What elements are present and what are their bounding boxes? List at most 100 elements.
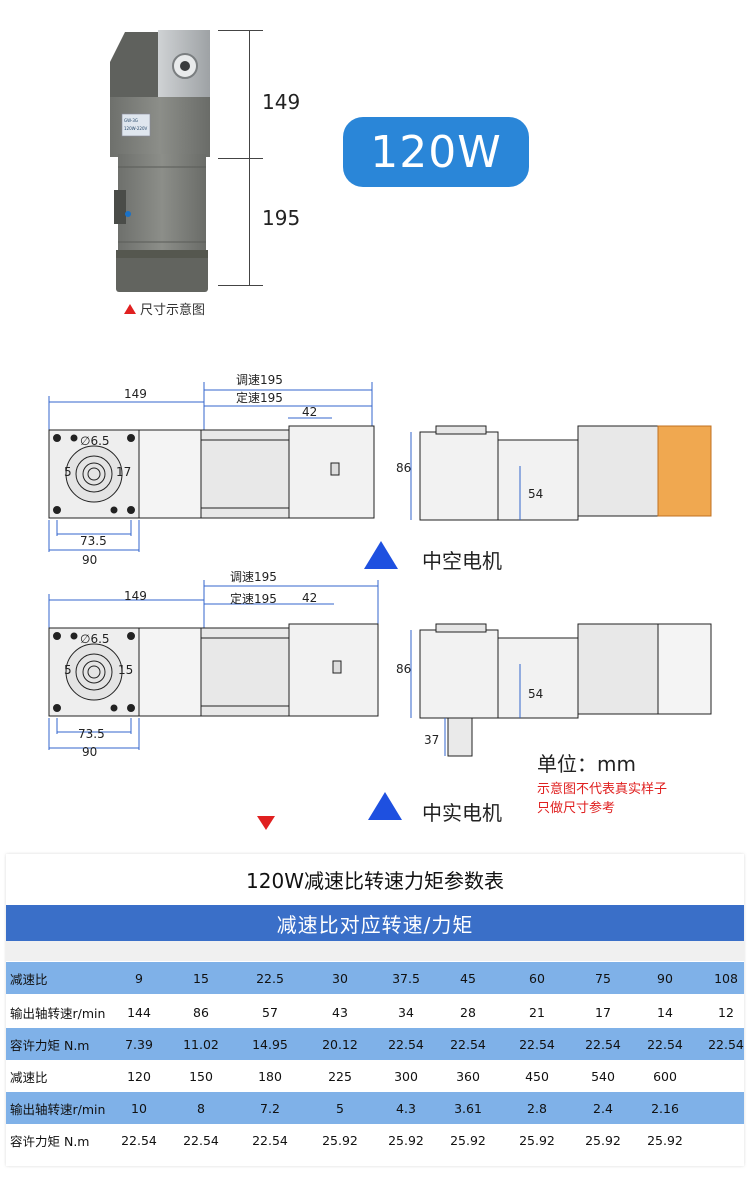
blue-triangle-icon [364, 541, 398, 569]
table-cell: 540 [591, 1068, 615, 1084]
table-cell: 37.5 [392, 970, 420, 986]
table-cell: 25.92 [450, 1132, 486, 1148]
table-cell: 21 [529, 1004, 545, 1020]
row-label: 输出轴转速r/min [10, 1005, 106, 1021]
table-title: 120W减速比转速力矩参数表 [246, 868, 504, 893]
power-badge: 120W [343, 117, 529, 187]
row-label: 容许力矩 N.m [10, 1037, 90, 1053]
hollow-dim-73-5: 73.5 [80, 534, 107, 548]
table-cell: 22.5 [256, 970, 284, 986]
table-cell: 60 [529, 970, 545, 986]
table-cell: 12 [718, 1004, 734, 1020]
table-cell: 22.54 [519, 1036, 555, 1052]
table-cell: 25.92 [519, 1132, 555, 1148]
solid-fixed-195: 定速195 [230, 592, 277, 606]
table-cell [696, 1092, 750, 1124]
hollow-left-5: 5 [64, 465, 72, 479]
table-cell: 45 [460, 970, 476, 986]
table-cell: 25.92 [585, 1132, 621, 1148]
table-cell: 75 [595, 970, 611, 986]
table-spacer [6, 941, 744, 961]
table-cell: 22.54 [450, 1036, 486, 1052]
motor-photo: GW-3G 120W-220V [110, 30, 210, 292]
solid-dim-42: 42 [302, 591, 318, 605]
dim-195-label: 195 [262, 206, 301, 230]
row-label: 容许力矩 N.m [10, 1133, 90, 1149]
table-cell: 22.54 [388, 1036, 424, 1052]
hollow-adjust-195: 调速195 [236, 373, 283, 387]
table-cell: 22.54 [252, 1132, 288, 1148]
table-cell: 14.95 [252, 1036, 288, 1052]
table-banner: 减速比对应转速/力矩 [6, 905, 744, 941]
row-label: 减速比 [10, 1069, 48, 1085]
table-cell: 25.92 [322, 1132, 358, 1148]
dim-line-mid [218, 158, 263, 159]
table-cell: 120 [127, 1068, 151, 1084]
dim-line-bottom [218, 285, 263, 286]
table-cell: 2.4 [593, 1100, 613, 1116]
disclaimer-note-2: 只做尺寸参考 [537, 801, 616, 816]
table-cell: 22.54 [585, 1036, 621, 1052]
unit-label: 单位：mm [537, 752, 636, 776]
red-triangle-down-icon [257, 816, 275, 830]
table-cell: 43 [332, 1004, 348, 1020]
table-cell: 14 [657, 1004, 673, 1020]
table-cell: 9 [135, 970, 143, 986]
table-cell: 22.54 [183, 1132, 219, 1148]
table-cell: 225 [328, 1068, 352, 1084]
hollow-dim-42: 42 [302, 405, 318, 419]
solid-dim-90: 90 [82, 745, 98, 759]
table-cell: 144 [127, 1004, 151, 1020]
table-cell: 180 [258, 1068, 282, 1084]
red-triangle-icon [124, 303, 136, 314]
table-cell [696, 1060, 750, 1092]
table-cell: 108 [714, 970, 738, 986]
disclaimer-note-1: 示意图不代表真实样子 [537, 782, 668, 797]
row-label: 输出轴转速r/min [10, 1101, 106, 1117]
hollow-side-86: 86 [396, 461, 412, 475]
table-cell: 450 [525, 1068, 549, 1084]
hollow-phi-label: ∅6.5 [80, 434, 110, 448]
table-cell: 57 [262, 1004, 278, 1020]
table-cell: 28 [460, 1004, 476, 1020]
dim-149-label: 149 [262, 90, 301, 114]
dim-line-top [218, 30, 263, 31]
blue-triangle-icon [368, 792, 402, 820]
hollow-dim-90: 90 [82, 553, 98, 567]
table-cell: 11.02 [183, 1036, 219, 1052]
solid-left-5: 5 [64, 663, 72, 677]
solid-side-37: 37 [424, 733, 440, 747]
hollow-dim-149: 149 [124, 387, 147, 401]
table-cell: 90 [657, 970, 673, 986]
table-cell: 360 [456, 1068, 480, 1084]
table-cell: 8 [197, 1100, 205, 1116]
table-row: 输出轴转速r/min 144 86 57 43 34 28 21 17 14 12 [6, 996, 744, 1028]
solid-side-54: 54 [528, 687, 544, 701]
row-label: 减速比 [10, 971, 48, 987]
solid-dim-149: 149 [124, 589, 147, 603]
hollow-side-54: 54 [528, 487, 544, 501]
table-cell: 20.12 [322, 1036, 358, 1052]
solid-motor-label: 中实电机 [422, 801, 502, 825]
table-cell: 7.2 [260, 1100, 280, 1116]
hollow-right-17: 17 [116, 465, 132, 479]
table-cell: 34 [398, 1004, 414, 1020]
table-cell: 600 [653, 1068, 677, 1084]
table-cell: 2.8 [527, 1100, 547, 1116]
table-cell: 86 [193, 1004, 209, 1020]
table-cell: 22.54 [708, 1036, 744, 1052]
table-cell: 22.54 [647, 1036, 683, 1052]
table-cell: 25.92 [388, 1132, 424, 1148]
caption-text: 尺寸示意图 [140, 303, 206, 318]
power-text: 120W [370, 126, 502, 178]
nameplate-text-1: GW-3G [124, 118, 138, 123]
table-cell: 10 [131, 1100, 147, 1116]
table-cell: 17 [595, 1004, 611, 1020]
solid-side-86: 86 [396, 662, 412, 676]
table-cell: 300 [394, 1068, 418, 1084]
